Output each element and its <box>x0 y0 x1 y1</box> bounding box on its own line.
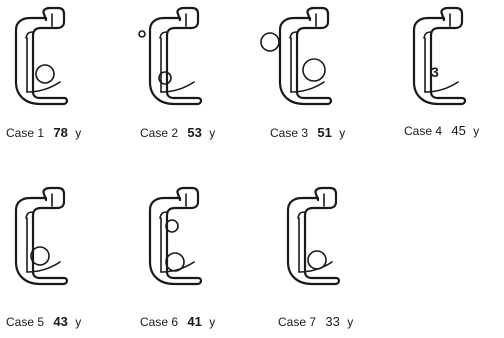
case-age: 41 <box>187 314 201 329</box>
case-unit: y <box>75 126 81 140</box>
case-age: 53 <box>187 125 201 140</box>
case-7-diagram <box>278 188 368 293</box>
case-unit: y <box>347 315 353 329</box>
case-7: Case 7 33 y <box>278 188 398 338</box>
case-7-caption: Case 7 33 y <box>278 315 398 329</box>
circle-marker-outer <box>139 31 145 37</box>
circle-marker-lower <box>166 253 184 271</box>
case-4: 3 Case 4 45 y <box>404 8 504 158</box>
case-3: Case 3 51 y <box>270 8 390 158</box>
case-5-diagram <box>6 188 96 293</box>
case-age: 43 <box>53 314 67 329</box>
case-4-diagram: 3 <box>404 8 494 113</box>
case-age: 78 <box>53 125 67 140</box>
case-label: Case 5 <box>6 315 44 329</box>
case-4-caption: Case 4 45 y <box>404 124 504 138</box>
circle-marker <box>308 251 326 269</box>
case-label: Case 1 <box>6 126 44 140</box>
case-age: 51 <box>317 125 331 140</box>
case-label: Case 3 <box>270 126 308 140</box>
circle-marker-large <box>303 59 325 81</box>
case-label: Case 6 <box>140 315 178 329</box>
case-5-caption: Case 5 43 y <box>6 315 126 329</box>
case-unit: y <box>473 124 479 138</box>
case-label: Case 7 <box>278 315 316 329</box>
case-unit: y <box>209 126 215 140</box>
circle-marker-outer <box>261 33 279 51</box>
case-1-caption: Case 1 78 y <box>6 126 126 140</box>
case-label: Case 2 <box>140 126 178 140</box>
case-4-marker: 3 <box>431 64 439 80</box>
case-unit: y <box>75 315 81 329</box>
case-1-diagram <box>6 8 96 113</box>
case-6-diagram <box>140 188 230 293</box>
case-unit: y <box>339 126 345 140</box>
case-6-caption: Case 6 41 y <box>140 315 260 329</box>
case-5: Case 5 43 y <box>6 188 126 338</box>
case-6: Case 6 41 y <box>140 188 260 338</box>
case-unit: y <box>209 315 215 329</box>
case-2-caption: Case 2 53 y <box>140 126 260 140</box>
circle-marker <box>36 65 54 83</box>
case-label: Case 4 <box>404 124 442 138</box>
case-age: 45 <box>451 123 465 138</box>
case-2-diagram <box>140 8 230 113</box>
case-3-diagram <box>270 8 360 113</box>
case-2: Case 2 53 y <box>140 8 260 158</box>
case-3-caption: Case 3 51 y <box>270 126 390 140</box>
case-age: 33 <box>325 314 339 329</box>
case-1: Case 1 78 y <box>6 8 126 158</box>
